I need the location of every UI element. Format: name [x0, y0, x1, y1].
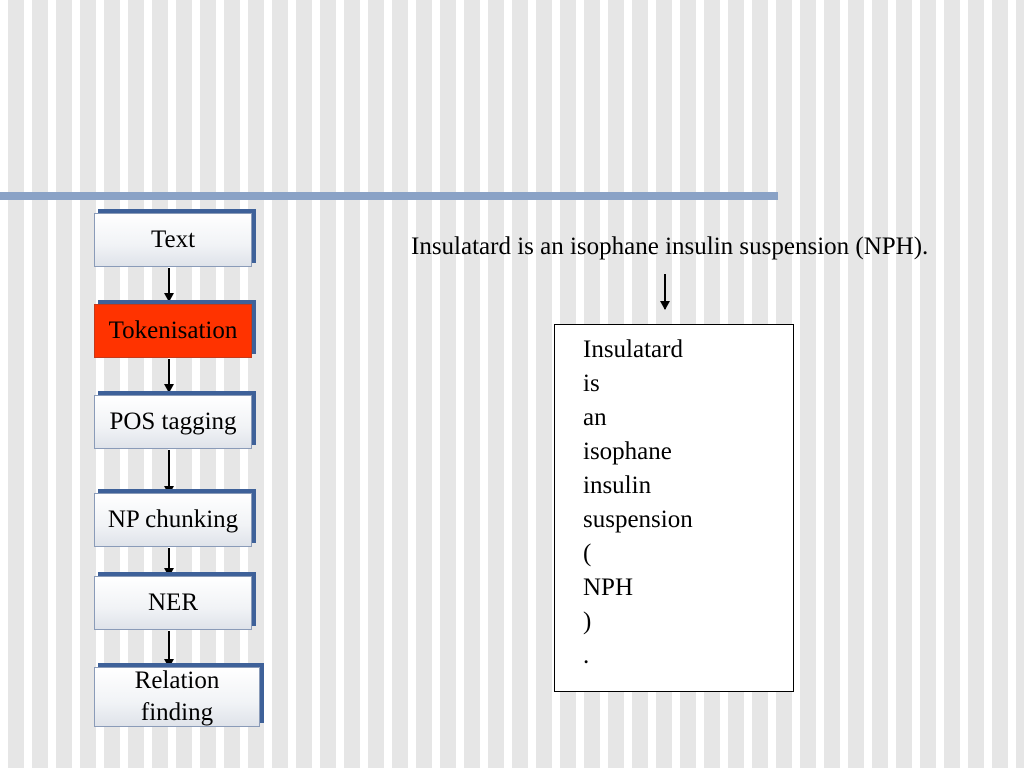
title-divider-bar — [0, 192, 778, 200]
token: NPH — [583, 574, 634, 601]
stage-np-chunking: NP chunking — [94, 493, 252, 547]
stage-ner: NER — [94, 576, 252, 630]
token: insulin — [583, 472, 652, 499]
stage-np-chunking-label: NP chunking — [107, 506, 239, 533]
token: suspension — [583, 506, 693, 533]
token: an — [583, 404, 607, 431]
token: ) — [583, 608, 592, 635]
stage-pos-tagging-label: POS tagging — [109, 408, 237, 435]
stage-text-label: Text — [150, 226, 196, 253]
stage-ner-label: NER — [148, 589, 198, 616]
arrow-np-chunking-to-ner — [164, 548, 174, 577]
stage-text: Text — [94, 213, 252, 267]
stage-relation-finding-label: Relation finding — [134, 667, 220, 726]
arrow-pos-tagging-to-np-chunking — [164, 450, 174, 495]
arrow-tokenisation-to-pos-tagging — [164, 359, 174, 393]
token: isophane — [583, 438, 672, 465]
token: . — [583, 642, 590, 669]
example-sentence: Insulatard is an isophane insulin suspen… — [411, 233, 929, 260]
token-list-box: Insulatard is an isophane insulin suspen… — [554, 324, 794, 692]
stage-pos-tagging: POS tagging — [94, 395, 252, 449]
token: Insulatard — [583, 336, 683, 363]
stage-tokenisation-label: Tokenisation — [108, 317, 238, 344]
arrow-ner-to-relation-finding — [164, 631, 174, 668]
stage-tokenisation: Tokenisation — [94, 304, 252, 358]
token-list: Insulatard is an isophane insulin suspen… — [583, 333, 693, 673]
arrow-text-to-tokenisation — [164, 268, 174, 302]
token: ( — [583, 540, 592, 567]
stage-relation-finding: Relation finding — [94, 667, 260, 727]
arrow-sentence-to-tokens — [660, 274, 670, 310]
token: is — [583, 370, 600, 397]
